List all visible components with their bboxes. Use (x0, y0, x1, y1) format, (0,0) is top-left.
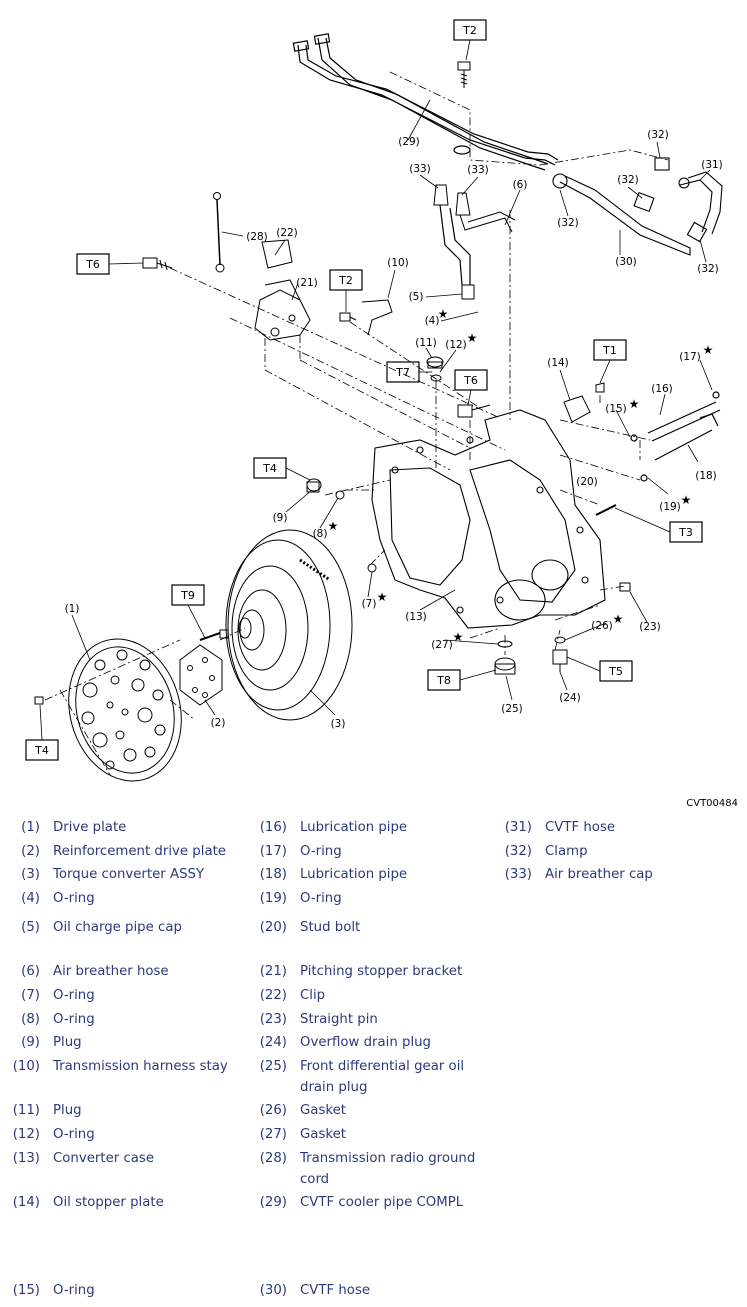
star-icon: ★ (377, 590, 388, 604)
star-icon: ★ (328, 519, 339, 533)
callout-25: (25) (501, 703, 523, 715)
callout-17: (17) (679, 351, 701, 363)
bolt-t2-top (457, 61, 471, 88)
converter-case (371, 409, 606, 629)
callout-1: (1) (65, 603, 80, 615)
bolt-t6-middle (457, 404, 491, 418)
torque-label: T7 (395, 366, 410, 379)
torque-label: T3 (678, 526, 693, 539)
callout-5: (5) (409, 291, 424, 303)
callout-26: (26) (591, 620, 613, 632)
callout-2: (2) (211, 717, 226, 729)
callout-6: (6) (513, 179, 528, 191)
callout-33: (33) (409, 163, 431, 175)
callout-16: (16) (651, 383, 673, 395)
callout-31: (31) (701, 159, 723, 171)
callout-22: (22) (276, 227, 298, 239)
harness-stay (339, 299, 393, 336)
leader-lines (39, 39, 713, 741)
figure-code: CVT00484 (686, 798, 738, 809)
torque-label: T9 (180, 589, 195, 602)
star-icon: ★ (438, 307, 449, 321)
oil-stopper-plate (563, 395, 591, 423)
torque-label: T4 (34, 744, 49, 757)
callout-texts: (1) (2) (3) (4) (5) (6) (7) (8) (9) (10)… (65, 129, 723, 730)
exploded-parts-diagram: T2 T6 T2 T1 T7 T6 T4 T3 T9 T5 T8 T4 (1) … (25, 19, 738, 809)
lubrication-pipes (630, 391, 721, 482)
plug-11-12 (426, 356, 444, 382)
callout-33: (33) (467, 164, 489, 176)
star-icon: ★ (467, 331, 478, 345)
callout-19: (19) (659, 501, 681, 513)
cvtf-hoses (552, 157, 723, 256)
torque-label: T5 (608, 665, 623, 678)
callout-9: (9) (273, 512, 288, 524)
torque-label: T6 (463, 374, 478, 387)
callout-8: (8) (313, 528, 328, 540)
star-icon: ★ (453, 630, 464, 644)
star-icon: ★ (613, 612, 624, 626)
torque-label: T1 (602, 344, 617, 357)
callout-15: (15) (605, 403, 627, 415)
star-icon: ★ (681, 493, 692, 507)
star-icon: ★ (703, 343, 714, 357)
callout-32: (32) (617, 174, 639, 186)
bracket-parts (213, 192, 311, 341)
straight-pin (619, 582, 631, 592)
callout-32: (32) (697, 263, 719, 275)
plug-9 (306, 478, 345, 500)
callout-7: (7) (362, 598, 377, 610)
star-markers: ★ ★ ★ ★ ★ ★ ★ ★ ★ (328, 307, 714, 644)
callout-10: (10) (387, 257, 409, 269)
callout-12: (12) (445, 339, 467, 351)
reference-lines (44, 71, 669, 776)
callout-32: (32) (647, 129, 669, 141)
torque-converter (225, 529, 353, 721)
torque-label: T4 (262, 462, 277, 475)
callout-28: (28) (246, 231, 268, 243)
star-icon: ★ (629, 397, 640, 411)
callout-23: (23) (639, 621, 661, 633)
stud-bolt (595, 504, 617, 516)
callout-20: (20) (576, 476, 598, 488)
torque-label: T2 (338, 274, 353, 287)
callout-14: (14) (547, 357, 569, 369)
callout-30: (30) (615, 256, 637, 268)
bolt-t1 (595, 382, 605, 393)
callout-27: (27) (431, 639, 453, 651)
cvtf-cooler-pipe (292, 33, 559, 171)
torque-label: T6 (85, 258, 100, 271)
callout-29: (29) (398, 136, 420, 148)
drive-plate (34, 638, 182, 782)
torque-label: T2 (462, 24, 477, 37)
callout-32: (32) (557, 217, 579, 229)
callout-3: (3) (331, 718, 346, 730)
torque-label-texts: T2 T6 T2 T1 T7 T6 T4 T3 T9 T5 T8 T4 (34, 24, 693, 757)
torque-label: T8 (436, 674, 451, 687)
callout-11: (11) (415, 337, 437, 349)
reinforcement-plate (179, 629, 229, 706)
callout-13: (13) (405, 611, 427, 623)
callout-24: (24) (559, 692, 581, 704)
callout-21: (21) (296, 277, 318, 289)
callout-4: (4) (425, 315, 440, 327)
callout-18: (18) (695, 470, 717, 482)
